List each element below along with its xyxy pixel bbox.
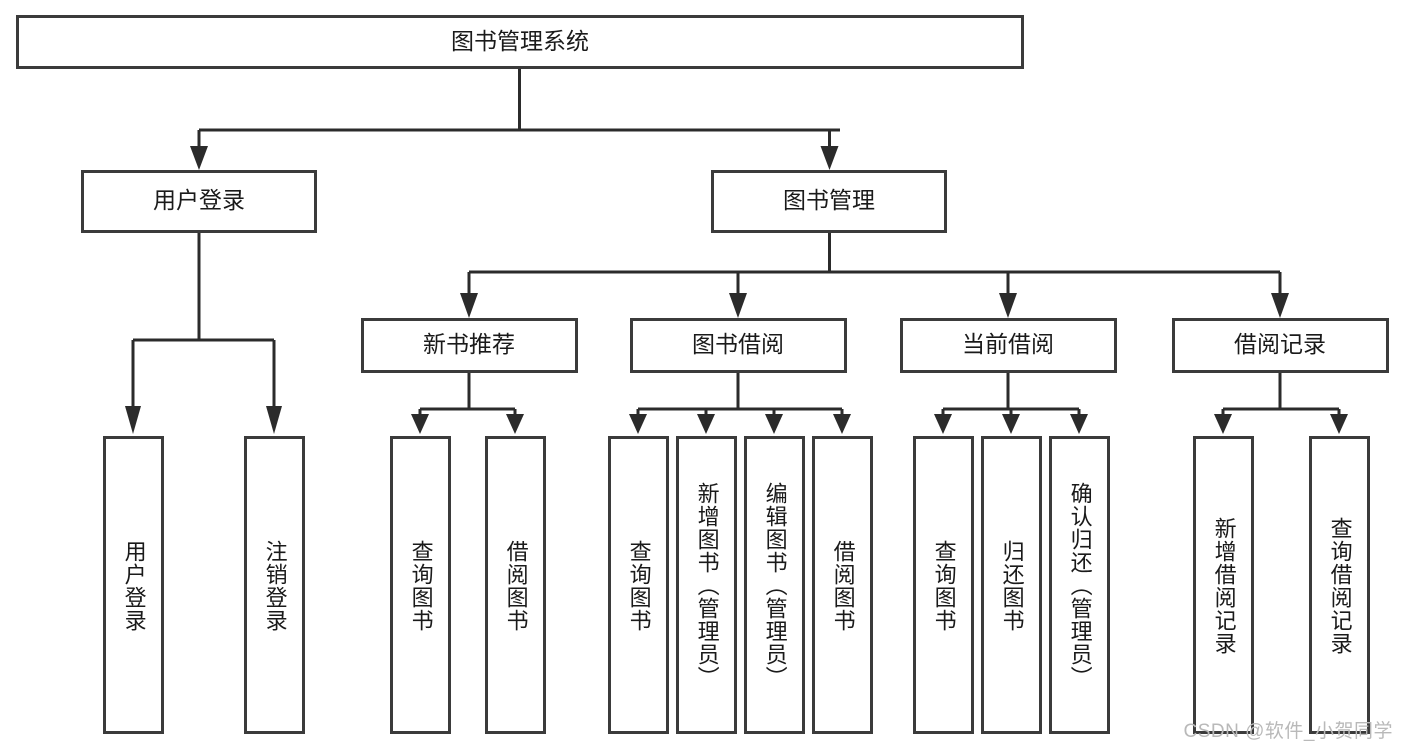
leaf-box-add-record[interactable]: [1193, 436, 1254, 734]
arrow-leaf-query-book-1: [411, 414, 429, 434]
leaf-box-group: [103, 436, 1370, 734]
leaf-box-confirm-return[interactable]: [1049, 436, 1110, 734]
arrow-book-manage: [820, 146, 839, 170]
arrow-leaf-borrow-book-2: [833, 414, 851, 434]
leaf-box-query-record[interactable]: [1309, 436, 1370, 734]
leaf-box-return-book[interactable]: [981, 436, 1042, 734]
arrow-leaf-query-book-3: [934, 414, 952, 434]
arrow-leaf-logout: [266, 406, 282, 434]
node-root-box: [16, 15, 1024, 69]
node-user-login-box: [81, 170, 317, 233]
node-root[interactable]: 图书管理系统: [16, 15, 1024, 69]
node-current-borrow[interactable]: 当前借阅: [900, 318, 1117, 373]
node-book-borrow-box: [630, 318, 847, 373]
node-book-borrow[interactable]: 图书借阅: [630, 318, 847, 373]
node-new-book-recommend[interactable]: 新书推荐: [361, 318, 578, 373]
connector-group: [125, 68, 1348, 434]
leaf-box-query-book-1[interactable]: [390, 436, 451, 734]
node-user-login[interactable]: 用户登录: [81, 170, 317, 233]
leaf-box-borrow-book-1[interactable]: [485, 436, 546, 734]
arrow-leaf-confirm-return: [1070, 414, 1088, 434]
node-current-borrow-box: [900, 318, 1117, 373]
arrow-leaf-borrow-book-1: [506, 414, 524, 434]
node-root-label: 图书管理系统: [451, 28, 589, 54]
leaf-box-query-book-2[interactable]: [608, 436, 669, 734]
arrow-current-borrow: [999, 293, 1017, 318]
arrow-new-book: [460, 293, 478, 318]
arrow-leaf-query-book-2: [629, 414, 647, 434]
node-borrow-record-box: [1172, 318, 1389, 373]
node-current-borrow-label: 当前借阅: [962, 331, 1054, 357]
arrow-leaf-user-login: [125, 406, 141, 434]
arrow-leaf-add-book: [697, 414, 715, 434]
arrow-borrow-record: [1271, 293, 1289, 318]
node-book-manage-label: 图书管理: [783, 187, 875, 213]
arrow-borrow-book: [729, 293, 747, 318]
arrow-leaf-return-book: [1002, 414, 1020, 434]
node-book-borrow-label: 图书借阅: [692, 331, 784, 357]
node-user-login-label: 用户登录: [153, 187, 245, 213]
arrow-leaf-edit-book: [765, 414, 783, 434]
node-book-manage[interactable]: 图书管理: [711, 170, 947, 233]
node-book-manage-box: [711, 170, 947, 233]
arrow-leaf-add-record: [1214, 414, 1232, 434]
node-borrow-record[interactable]: 借阅记录: [1172, 318, 1389, 373]
leaf-box-add-book[interactable]: [676, 436, 737, 734]
leaf-box-user-login[interactable]: [103, 436, 164, 734]
leaf-box-borrow-book-2[interactable]: [812, 436, 873, 734]
node-new-book-recommend-box: [361, 318, 578, 373]
leaf-box-query-book-3[interactable]: [913, 436, 974, 734]
leaf-box-logout[interactable]: [244, 436, 305, 734]
node-new-book-recommend-label: 新书推荐: [423, 331, 515, 357]
arrow-user-login: [190, 146, 208, 170]
node-borrow-record-label: 借阅记录: [1234, 331, 1326, 357]
arrow-leaf-query-record: [1330, 414, 1348, 434]
leaf-box-edit-book[interactable]: [744, 436, 805, 734]
